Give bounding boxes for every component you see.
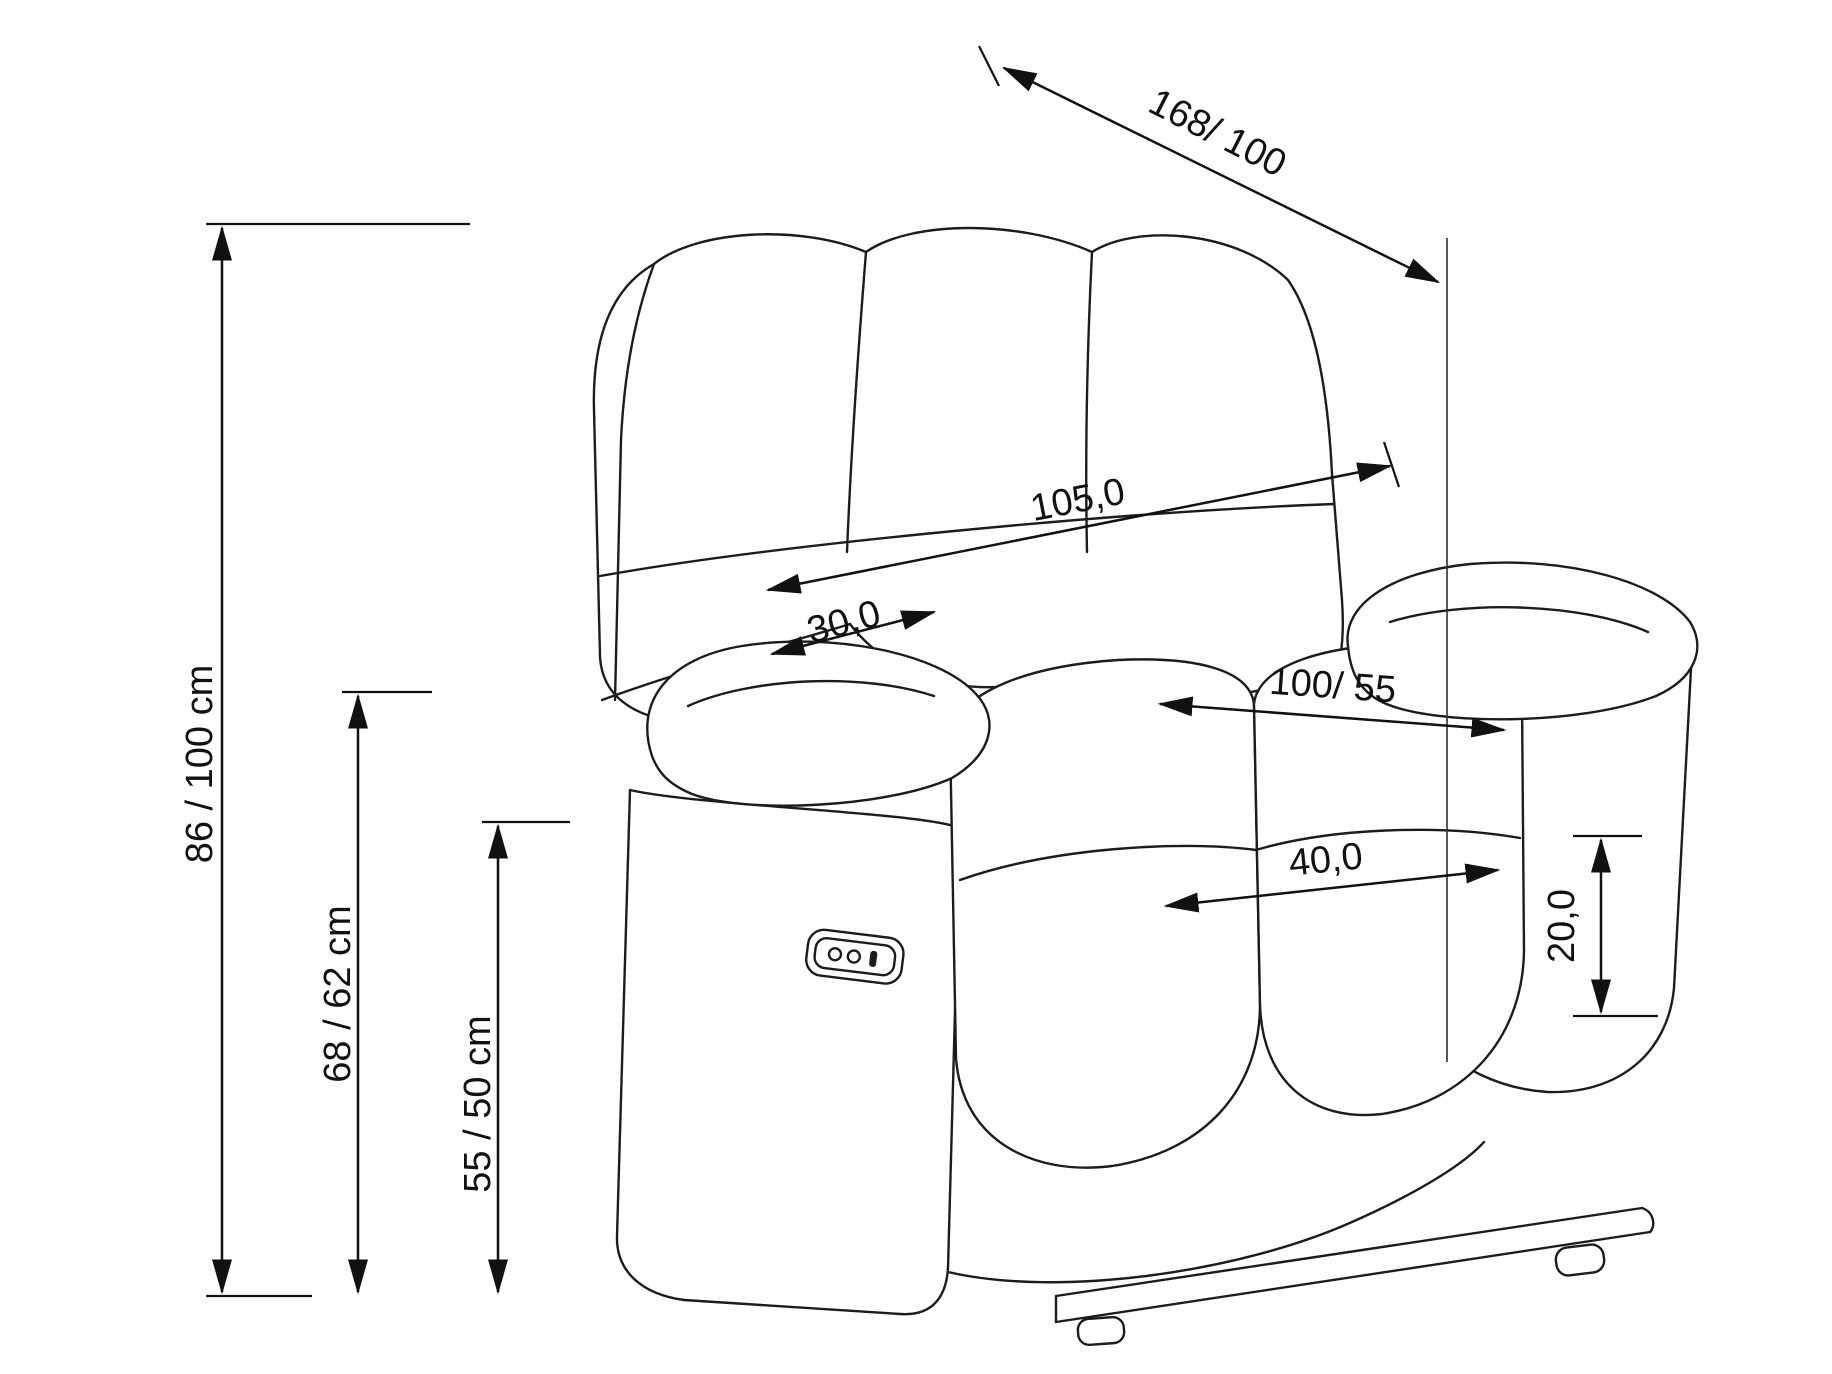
control-button-3	[869, 950, 878, 967]
dimension-line	[1157, 696, 1507, 738]
dimension-line	[1001, 66, 1441, 284]
seat-crease-left	[958, 844, 1258, 882]
dimension-arm-height: 55 / 50 cm	[457, 820, 570, 1295]
dimension-label: 20,0	[1541, 889, 1583, 963]
extension-tick	[978, 45, 1000, 87]
control-panel-inset	[813, 936, 897, 977]
seat-cushions	[948, 642, 1526, 1169]
chair-drawing	[592, 226, 1699, 1347]
dimension-line	[765, 462, 1393, 594]
dimension-label: 55 / 50 cm	[457, 1015, 499, 1192]
right-armrest-pillow	[1346, 561, 1699, 721]
rail-right-cap	[1640, 1206, 1655, 1234]
right-armrest	[1346, 561, 1699, 721]
dimension-seat-width: 100/ 55	[1157, 661, 1507, 738]
dimension-label: 100/ 55	[1268, 661, 1397, 712]
control-button-1	[827, 947, 843, 962]
control-button-2	[846, 949, 862, 964]
foot-right	[1554, 1243, 1606, 1277]
dimension-label: 86 / 100 cm	[179, 665, 221, 864]
footrest-rail	[1054, 1206, 1655, 1347]
left-armrest	[646, 640, 991, 807]
rail-bottom-line	[1054, 1230, 1652, 1324]
dimension-label: 168/ 100	[1142, 81, 1293, 186]
dimension-seat-front: 40,0	[1163, 835, 1501, 913]
dimension-mid-height: 68 / 62 cm	[317, 690, 432, 1295]
left-armrest-crease	[686, 679, 936, 708]
control-panel-outline	[805, 928, 905, 985]
base-bottom-edge	[946, 1140, 1486, 1284]
left-base-panel	[615, 788, 962, 1316]
dimension-label: 68 / 62 cm	[317, 905, 359, 1082]
extension-tick	[1382, 441, 1401, 488]
dimension-overall-height: 86 / 100 cm	[179, 222, 470, 1298]
rail-top-line	[1054, 1206, 1644, 1298]
dimension-line	[1163, 863, 1501, 913]
dimension-line	[769, 610, 937, 656]
seat-crease-right	[1254, 828, 1522, 852]
control-panel	[805, 928, 905, 985]
right-armrest-crease	[1388, 606, 1650, 634]
backrest-side-seam	[613, 262, 656, 702]
left-armrest-pillow	[646, 640, 991, 807]
seat-cushion-left	[948, 658, 1262, 1169]
dimension-arm-cushion-height: 20,0	[1541, 834, 1658, 1018]
foot-front	[1076, 1315, 1126, 1347]
backrest	[592, 226, 1344, 726]
dimension-label: 40,0	[1287, 835, 1365, 885]
backrest-outline	[592, 226, 1344, 726]
